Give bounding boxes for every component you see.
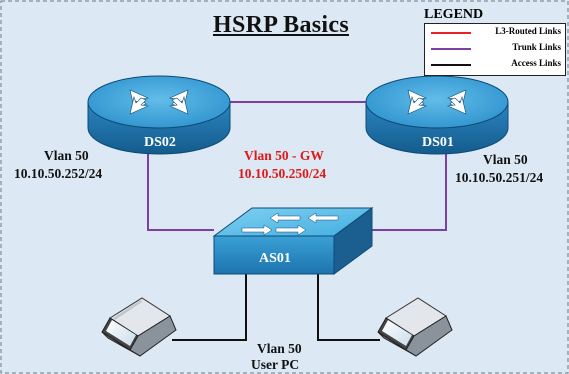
device-label-ds01: DS01 (422, 135, 454, 150)
switch-as01 (212, 207, 374, 275)
device-label-as01: AS01 (259, 251, 291, 266)
router-arrows-icon (129, 89, 189, 115)
access-link-as01-pc1 (172, 272, 247, 341)
trunk-link-ds02-as01 (147, 152, 214, 231)
legend-line-black (431, 64, 471, 66)
ds01-vlan-label: Vlan 50 (483, 152, 528, 167)
diagram-title: HSRP Basics (213, 12, 349, 38)
access-link-as01-pc2 (317, 272, 380, 341)
ds02-ip-label: 10.10.50.252/24 (14, 166, 103, 181)
laptop-icon (101, 297, 177, 357)
legend-line-purple (431, 48, 471, 50)
legend-item-trunk: Trunk Links (431, 42, 563, 56)
legend-line-red (431, 32, 471, 34)
trunk-link-ds01-as01 (366, 152, 447, 231)
legend-label: Trunk Links (512, 42, 561, 52)
gateway-vlan-label: Vlan 50 - GW (244, 148, 324, 163)
router-arrows-icon (407, 89, 467, 115)
ds02-vlan-label: Vlan 50 (44, 148, 89, 163)
access-links (172, 272, 380, 341)
router-ds02 (87, 75, 231, 155)
router-ds01 (365, 75, 509, 155)
switch-arrows-icon (241, 212, 339, 236)
laptop-icon (377, 297, 453, 357)
legend-label: Access Links (511, 58, 561, 68)
pc-name-label: User PC (251, 357, 300, 372)
pc-vlan-label: Vlan 50 (257, 341, 302, 356)
legend-item-access: Access Links (431, 58, 563, 72)
device-label-ds02: DS02 (144, 135, 176, 150)
legend-box: L3-Routed Links Trunk Links Access Links (424, 23, 566, 76)
ds01-ip-label: 10.10.50.251/24 (455, 170, 544, 185)
legend-item-l3: L3-Routed Links (431, 26, 563, 40)
legend: LEGEND L3-Routed Links Trunk Links Acces… (420, 6, 566, 76)
legend-label: L3-Routed Links (495, 26, 561, 36)
legend-title: LEGEND (424, 7, 484, 22)
gateway-ip-label: 10.10.50.250/24 (238, 166, 327, 181)
trunk-links (147, 101, 447, 231)
